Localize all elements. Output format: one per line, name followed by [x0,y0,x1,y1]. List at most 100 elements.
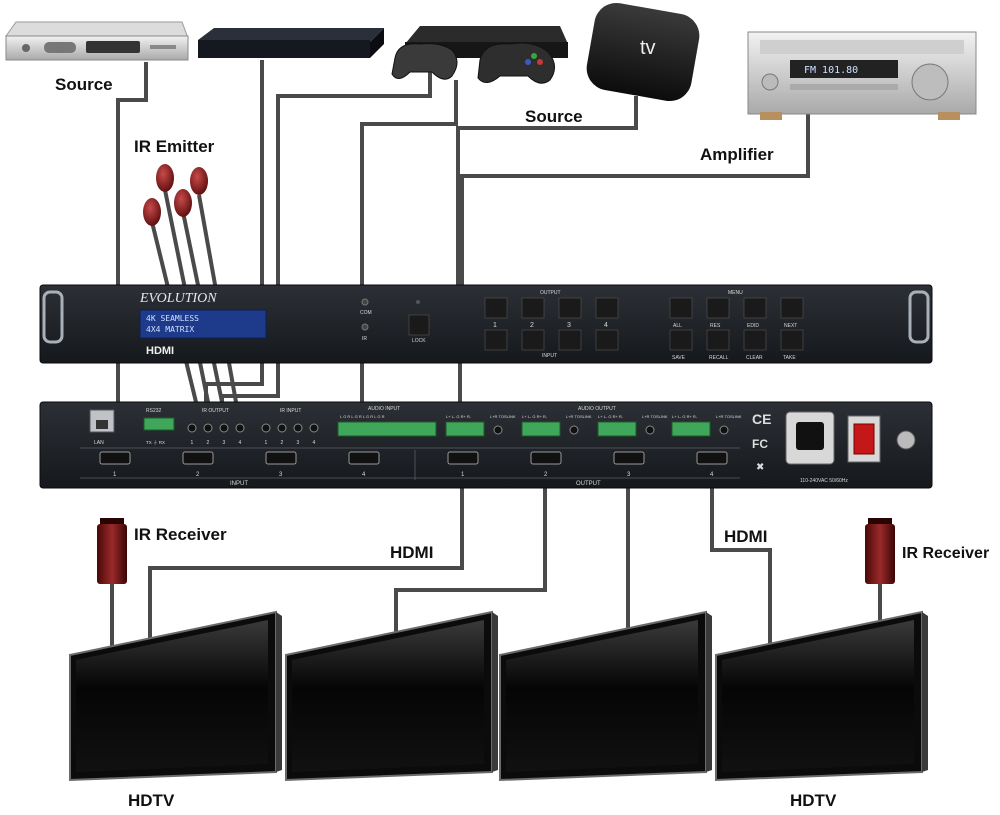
menu-header: MENU [728,290,743,296]
label-hdtv-right: HDTV [790,791,837,810]
ir-output-port-number: 2 [207,440,210,446]
audio-output-terminal-2[interactable] [521,421,561,437]
com-indicator [361,298,369,306]
menu-button-save[interactable] [669,329,693,351]
hdtv-2 [285,610,498,782]
ir-output-port-4[interactable] [235,423,245,433]
toslink-port-4[interactable] [719,425,729,435]
menu-button-edid[interactable] [743,297,767,319]
av-amplifier: FM 101.80 [747,31,977,120]
label-source-left: Source [55,75,113,94]
menu-button-res[interactable] [706,297,730,319]
hdmi-logo: HDMI [146,345,174,357]
hdmi-output-port-1[interactable] [447,451,479,465]
ir-output-label: IR OUTPUT [202,408,229,414]
power-switch[interactable] [853,423,875,455]
toslink-port-2[interactable] [569,425,579,435]
lan-label: LAN [94,440,104,446]
ir-input-port-number: 4 [313,440,316,446]
hdmi-input-port-1[interactable] [99,451,131,465]
rs232-pins: TX ⏚ RX [146,439,165,445]
ir-output-port-1[interactable] [187,423,197,433]
ir-input-port-1[interactable] [261,423,271,433]
ir-receiver-left [97,518,127,584]
audio-output-pins: L+ L- G R+ R- [522,414,548,419]
cable-output-1 [148,488,464,642]
hdmi-output-port-number: 3 [627,472,631,478]
ir-emitter-icon [143,198,161,226]
menu-button-all[interactable] [669,297,693,319]
toslink-label: L+R TOSLINK [566,414,592,419]
menu-button-recall[interactable] [706,329,730,351]
cable-tvbox [456,96,638,292]
menu-button-take[interactable] [780,329,804,351]
toslink-port-3[interactable] [645,425,655,435]
hdmi-input-port-2[interactable] [182,451,214,465]
audio-output-terminal-1[interactable] [445,421,485,437]
audio-output-pins: L+ L- G R+ R- [672,414,698,419]
cable-console-a [276,70,432,292]
hdmi-output-port-2[interactable] [530,451,562,465]
toslink-port-1[interactable] [493,425,503,435]
menu-button-next[interactable] [780,297,804,319]
ir-receiver-icon [865,524,895,584]
audio-output-terminal-3[interactable] [597,421,637,437]
audio-input-terminal[interactable] [337,421,437,437]
output-button-4[interactable] [595,297,619,319]
ground-screw [896,430,916,450]
hdtv-1 [69,610,282,782]
hdmi-output-port-4[interactable] [696,451,728,465]
hdtv-screen [722,620,914,772]
output-button-1[interactable] [484,297,508,319]
media-box-label: tv [640,37,656,59]
label-source-right: Source [525,107,583,126]
ir-emitter-icon [174,189,192,217]
ir-input-port-3[interactable] [293,423,303,433]
ce-mark-icon: CE [752,411,771,427]
rear-output-label: OUTPUT [576,481,601,487]
lcd-line-2: 4X4 MATRIX [146,325,194,334]
audio-output-label: AUDIO OUTPUT [578,406,616,412]
hdmi-output-port-number: 1 [461,472,465,478]
output-button-number: 1 [493,322,497,329]
ir-output-port-2[interactable] [203,423,213,433]
weee-bin-icon: ✖ [756,462,764,473]
ir-output-port-3[interactable] [219,423,229,433]
rack-handle-right [908,290,930,344]
hdmi-input-port-number: 4 [362,472,366,478]
ir-input-port-4[interactable] [309,423,319,433]
hdmi-output-port-3[interactable] [613,451,645,465]
ir-input-port-2[interactable] [277,423,287,433]
input-button-3[interactable] [558,329,582,351]
rear-input-label: INPUT [230,481,248,487]
ir-output-port-number: 1 [191,440,194,446]
input-button-4[interactable] [595,329,619,351]
amplifier-display: FM 101.80 [804,65,858,76]
lock-button[interactable] [408,314,430,336]
hdmi-input-port-number: 3 [279,472,283,478]
output-button-2[interactable] [521,297,545,319]
game-console [391,26,568,84]
menu-button-clear[interactable] [743,329,767,351]
rs232-label: RS232 [146,408,162,414]
ir-emitter-icon [156,164,174,192]
input-button-1[interactable] [484,329,508,351]
hdmi-input-port-4[interactable] [348,451,380,465]
hdmi-input-port-3[interactable] [265,451,297,465]
audio-output-terminal-4[interactable] [671,421,711,437]
rs232-terminal[interactable] [143,417,175,431]
output-button-number: 3 [567,322,571,329]
ir-output-port-number: 4 [239,440,242,446]
output-button-3[interactable] [558,297,582,319]
cable-console-b [360,80,458,292]
label-hdmi-right: HDMI [724,527,767,546]
input-button-2[interactable] [521,329,545,351]
hdmi-input-port-number: 2 [196,472,200,478]
ir-input-label: IR INPUT [280,408,301,414]
